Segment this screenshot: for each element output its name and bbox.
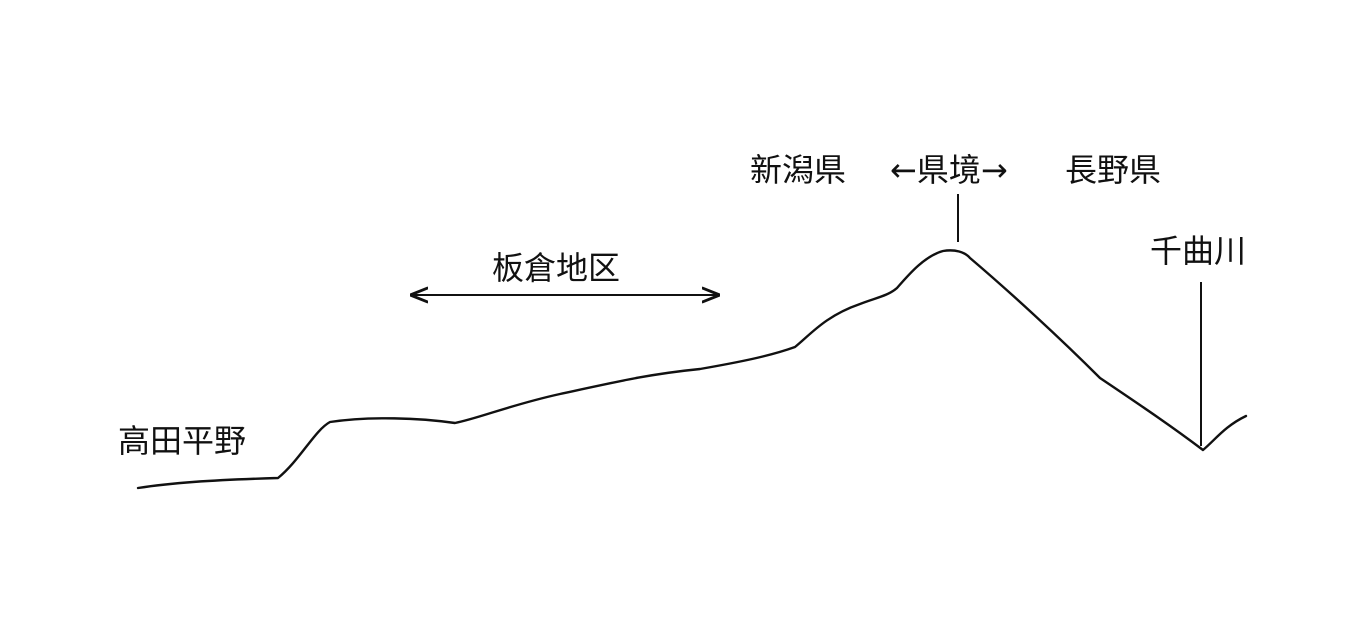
prefecture-border-label: ←県境→ bbox=[890, 151, 1008, 189]
nagano-prefecture-label: 長野県 bbox=[1065, 151, 1161, 189]
chikuma-river-label: 千曲川 bbox=[1150, 232, 1246, 270]
itakura-district-label: 板倉地区 bbox=[492, 249, 620, 287]
takada-plain-label: 高田平野 bbox=[118, 422, 246, 460]
niigata-prefecture-label: 新潟県 bbox=[750, 151, 846, 189]
terrain-profile-line bbox=[136, 249, 1248, 490]
